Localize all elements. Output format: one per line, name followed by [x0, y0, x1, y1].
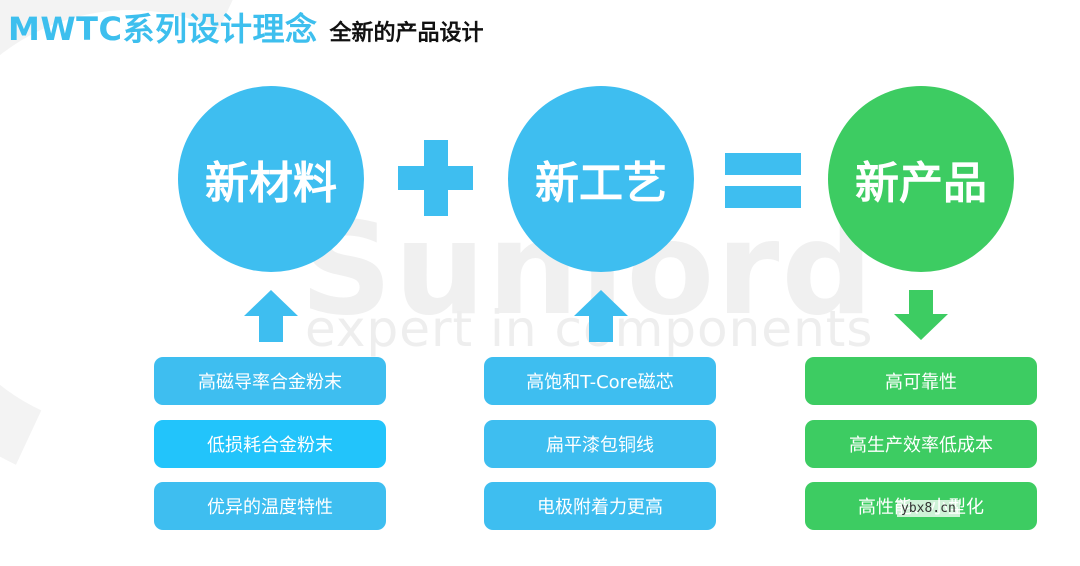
- circle-new-process: 新工艺: [508, 86, 694, 272]
- process-item: 扁平漆包铜线: [484, 420, 716, 468]
- product-item: 高生产效率低成本: [805, 420, 1037, 468]
- arrow-down-icon: [894, 290, 948, 340]
- process-item: 电极附着力更高: [484, 482, 716, 530]
- materials-item: 高磁导率合金粉末: [154, 357, 386, 405]
- page-header: MWTC系列设计理念 全新的产品设计: [8, 4, 483, 50]
- plus-icon-bar-vertical: [424, 140, 448, 216]
- page-subtitle: 全新的产品设计: [329, 21, 484, 46]
- site-watermark: ybx8.cn: [897, 500, 960, 517]
- page-title: MWTC系列设计理念: [8, 10, 318, 48]
- product-item: 高可靠性: [805, 357, 1037, 405]
- arrow-up-icon: [244, 290, 298, 342]
- arrow-up-icon: [574, 290, 628, 342]
- materials-item: 低损耗合金粉末: [154, 420, 386, 468]
- materials-item: 优异的温度特性: [154, 482, 386, 530]
- process-item: 高饱和T-Core磁芯: [484, 357, 716, 405]
- circle-new-product: 新产品: [828, 86, 1014, 272]
- equals-icon-bar-bottom: [725, 186, 801, 208]
- circle-new-materials: 新材料: [178, 86, 364, 272]
- equals-icon-bar-top: [725, 153, 801, 175]
